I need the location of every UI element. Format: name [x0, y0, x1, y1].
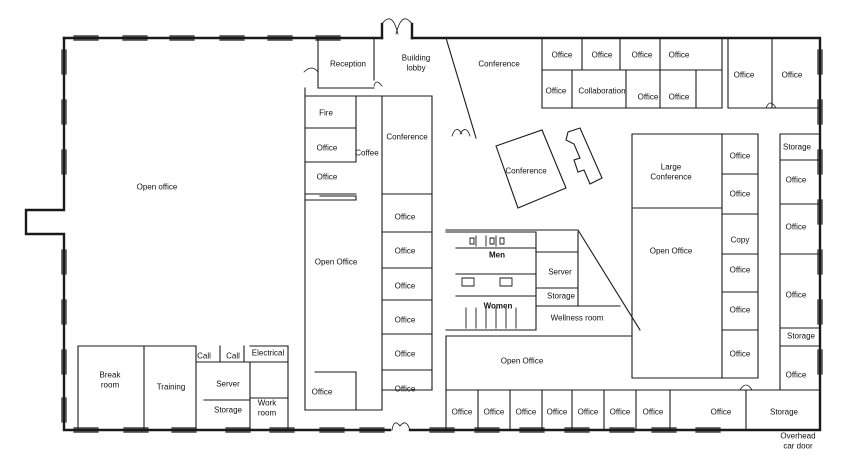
restroom-fixtures: [461, 235, 517, 329]
room-office-cw1: Office: [394, 212, 416, 222]
room-office-n9: Office: [668, 92, 690, 102]
room-collaboration: Collaboration: [578, 86, 626, 96]
room-office-n1: Office: [551, 50, 573, 60]
room-office-e5: Office: [729, 349, 751, 359]
room-conference-angled: Conference: [505, 166, 547, 176]
room-office-c1: Office: [316, 143, 338, 153]
room-office-s6: Office: [609, 407, 631, 417]
exterior-walls: [24, 22, 822, 432]
room-office-cw3: Office: [394, 281, 416, 291]
room-women: Women: [483, 301, 513, 311]
room-open-office-center: Open Office: [314, 257, 358, 267]
room-office-e4: Office: [729, 305, 751, 315]
room-office-n4: Office: [668, 50, 690, 60]
room-training: Training: [156, 382, 186, 392]
room-office-cw4: Office: [394, 315, 416, 325]
room-office-e2: Office: [729, 189, 751, 199]
room-office-n7: Office: [545, 86, 567, 96]
room-office-e3: Office: [729, 265, 751, 275]
label-overhead-car-door: Overhead car door: [780, 431, 816, 451]
room-office-cw6: Office: [394, 384, 416, 394]
room-reception: Reception: [329, 59, 367, 69]
room-office-s2: Office: [483, 407, 505, 417]
room-office-n2: Office: [591, 50, 613, 60]
room-office-s7: Office: [642, 407, 664, 417]
room-storage-center: Storage: [546, 291, 576, 301]
room-large-conference: Large Conference: [650, 162, 692, 182]
room-office-n3: Office: [631, 50, 653, 60]
room-conference-north: Conference: [478, 59, 520, 69]
room-storage-sw: Storage: [213, 405, 243, 415]
door-swings: [303, 18, 777, 431]
room-storage-e1: Storage: [782, 142, 812, 152]
room-office-cw7: Office: [311, 387, 333, 397]
interior-walls: [77, 37, 821, 431]
room-office-cw5: Office: [394, 349, 416, 359]
room-server-center: Server: [548, 267, 572, 277]
room-office-e8: Office: [785, 290, 807, 300]
room-office-e7: Office: [785, 222, 807, 232]
room-office-n5: Office: [733, 70, 755, 80]
room-office-e6: Office: [785, 175, 807, 185]
room-call-1: Call: [197, 351, 211, 361]
room-conference-center: Conference: [386, 132, 428, 142]
room-server-sw: Server: [216, 379, 240, 389]
room-open-office-west: Open office: [136, 182, 178, 192]
room-break-room: Break room: [99, 370, 121, 390]
room-storage-se: Storage: [769, 407, 799, 417]
room-office-cw2: Office: [394, 246, 416, 256]
room-office-s8: Office: [710, 407, 732, 417]
room-open-office-east: Open Office: [649, 246, 693, 256]
room-office-s5: Office: [577, 407, 599, 417]
room-open-office-south: Open Office: [500, 356, 544, 366]
room-office-n6: Office: [781, 70, 803, 80]
room-copy: Copy: [730, 235, 750, 245]
windows: [61, 35, 823, 433]
room-office-s1: Office: [451, 407, 473, 417]
room-building-lobby: Building lobby: [401, 53, 431, 73]
room-office-n8: Office: [637, 92, 659, 102]
room-call-2: Call: [226, 351, 240, 361]
room-storage-e2: Storage: [786, 331, 816, 341]
room-office-c2: Office: [316, 172, 338, 182]
room-fire: Fire: [319, 108, 333, 118]
room-office-e1: Office: [729, 151, 751, 161]
room-office-s3: Office: [515, 407, 537, 417]
room-electrical: Electrical: [251, 348, 285, 358]
room-men: Men: [489, 250, 505, 260]
room-coffee: Coffee: [355, 148, 379, 158]
room-office-s4: Office: [546, 407, 568, 417]
room-wellness: Wellness room: [550, 313, 604, 323]
room-office-e9: Office: [785, 370, 807, 380]
room-work-room: Work room: [257, 398, 277, 418]
